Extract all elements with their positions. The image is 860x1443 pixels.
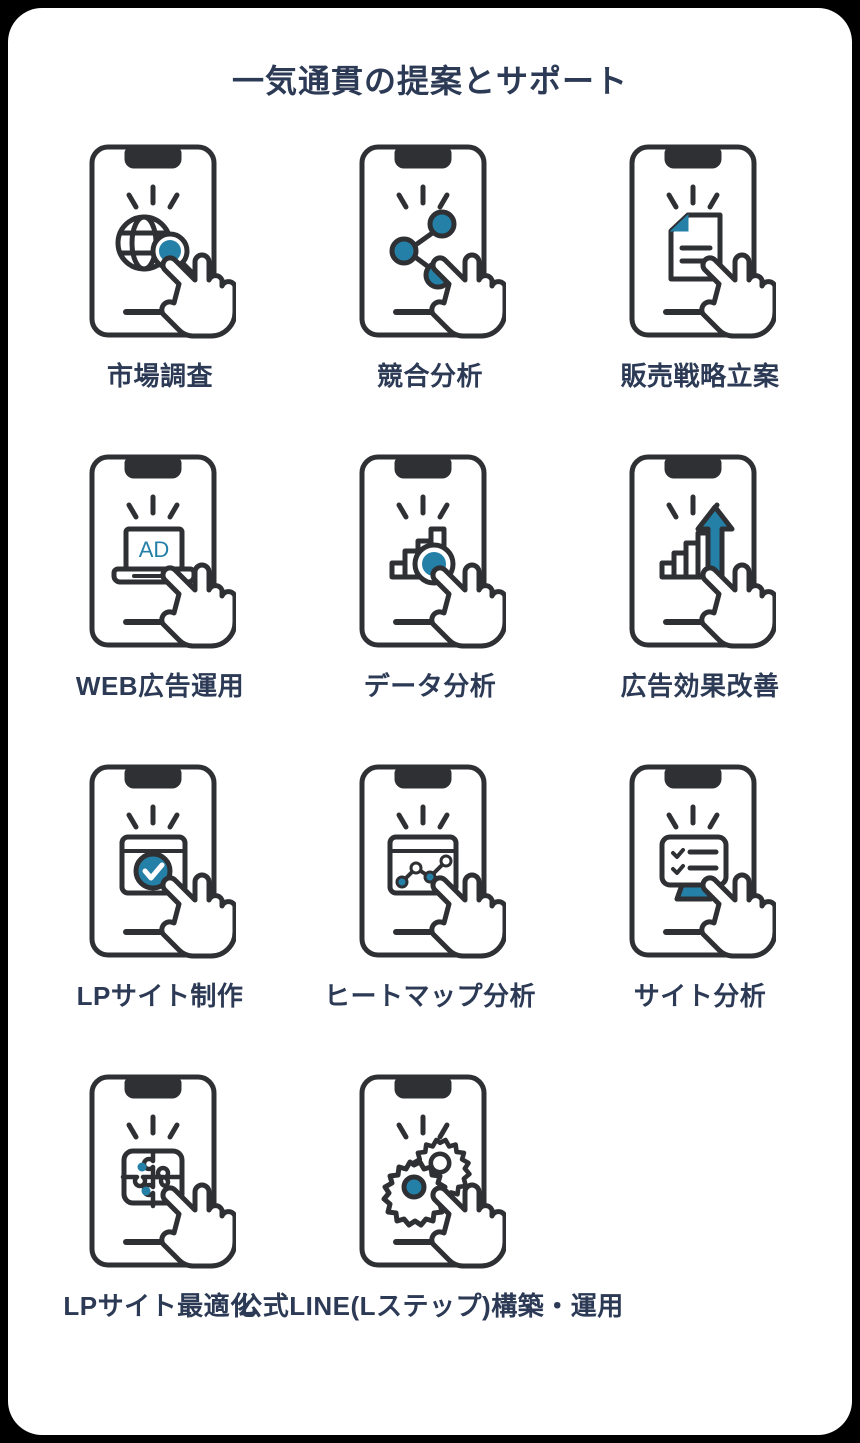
bar-chart-magnifier-icon (354, 451, 506, 656)
service-row: LPサイト最適化 (8, 1071, 852, 1381)
browser-check-icon (84, 761, 236, 966)
document-icon (624, 141, 776, 346)
puzzle-icon (84, 1071, 236, 1276)
service-label: 販売戦略立案 (620, 361, 780, 391)
service-label: 市場調査 (106, 361, 213, 391)
service-row: 市場調査 (8, 141, 852, 451)
monitor-checklist-icon (624, 761, 776, 966)
service-label: サイト分析 (633, 981, 767, 1011)
service-item-market-research[interactable]: 市場調査 (25, 141, 295, 451)
service-label: LPサイト制作 (76, 981, 244, 1011)
service-item-competitive-analysis[interactable]: 競合分析 (295, 141, 565, 451)
service-label: ヒートマップ分析 (323, 981, 536, 1011)
service-label: LPサイト最適化 (63, 1291, 257, 1321)
service-item-sales-strategy[interactable]: 販売戦略立案 (565, 141, 835, 451)
service-item-web-ad-operations[interactable]: AD WEB広告運用 (25, 451, 295, 761)
svg-text:AD: AD (139, 537, 170, 562)
globe-magnifier-icon (84, 141, 236, 346)
content-card: 一気通貫の提案とサポート (8, 8, 852, 1435)
service-label: 公式LINE(Lステップ)構築・運用 (236, 1291, 624, 1321)
browser-line-chart-icon (354, 761, 506, 966)
gears-icon (354, 1071, 506, 1276)
service-item-lp-site-optimization[interactable]: LPサイト最適化 (25, 1071, 295, 1381)
service-label: データ分析 (363, 671, 497, 701)
service-grid: 市場調査 (8, 141, 852, 1381)
service-item-data-analysis[interactable]: データ分析 (295, 451, 565, 761)
bar-chart-arrow-up-icon (624, 451, 776, 656)
service-item-official-line[interactable]: 公式LINE(Lステップ)構築・運用 (236, 1071, 623, 1381)
laptop-ad-icon: AD (84, 451, 236, 656)
service-label: 競合分析 (376, 361, 483, 391)
service-label: 広告効果改善 (620, 671, 780, 701)
service-item-placeholder (565, 1071, 835, 1381)
network-nodes-icon (354, 141, 506, 346)
service-row: AD WEB広告運用 (8, 451, 852, 761)
service-row: LPサイト制作 (8, 761, 852, 1071)
service-item-site-analysis[interactable]: サイト分析 (565, 761, 835, 1071)
service-item-lp-site-production[interactable]: LPサイト制作 (25, 761, 295, 1071)
service-item-ad-effect-improvement[interactable]: 広告効果改善 (565, 451, 835, 761)
service-label: WEB広告運用 (75, 671, 245, 701)
page-title: 一気通貫の提案とサポート (231, 63, 628, 99)
service-item-heatmap-analysis[interactable]: ヒートマップ分析 (295, 761, 565, 1071)
